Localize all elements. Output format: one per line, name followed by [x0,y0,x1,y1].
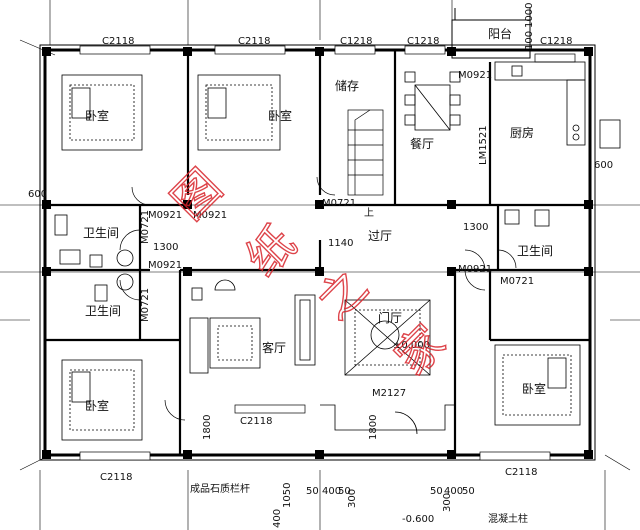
window-label-bottom-r: C2118 [505,467,537,478]
dim-600-right: 600 [594,160,613,171]
window-label-top1: C2118 [102,36,134,47]
room-label-bedroom-br: 卧室 [522,381,546,396]
room-label-bedroom-bl: 卧室 [85,398,109,413]
door-label-m2127: M2127 [372,388,406,399]
dim-1050: 1050 [282,483,293,508]
room-label-dining: 餐厅 [410,136,434,151]
window-label-top5: C1218 [540,36,572,47]
dim-50b: 50 [338,486,351,497]
room-label-bedroom-tl: 卧室 [85,108,109,123]
dim-100: 100 [524,31,535,50]
dim-1140: 1140 [328,238,353,249]
window-label-top3: C1218 [340,36,372,47]
room-label-bath-l1: 卫生间 [83,226,119,240]
dim-50c: 50 [430,486,443,497]
dim-400b: 400 [322,486,341,497]
room-label-bath-l2: 卫生间 [85,304,121,318]
dim-50d: 50 [462,486,475,497]
note-column: 混凝土柱 [488,512,528,525]
dim-50: 50 [306,486,319,497]
door-label-m0921-bath1: M0921 [148,210,182,221]
window-label-bottom-l: C2118 [100,472,132,483]
door-label-m0921-right: M0921 [458,264,492,275]
door-label-m0721-right: M0721 [500,276,534,287]
window-label-living: C2118 [240,416,272,427]
door-label-lm1521: LM1521 [478,125,489,165]
room-label-foyer: 门厅 [378,310,402,325]
door-label-m0921-bath1b: M0921 [193,210,227,221]
dim-1300-right: 1300 [463,222,488,233]
room-label-corridor: 过厅 [368,229,392,243]
dim-400: 400 [272,509,283,528]
room-label-bedroom-tm: 卧室 [268,108,292,123]
window-label-top4: C1218 [407,36,439,47]
dim-1000: 1000 [524,3,535,28]
room-label-kitchen: 厨房 [510,125,534,140]
dim-1800-right: 1800 [368,415,379,440]
room-label-balcony: 阳台 [488,26,512,41]
watermark-char-2: 纸 [235,215,306,286]
dim-600-left: 600 [28,189,47,200]
door-label-m0721-bath2: M0721 [140,288,151,322]
note-rail: 成品石质栏杆 [190,482,250,495]
room-label-bath-r: 卫生间 [517,244,553,258]
dim-300: 300 [347,489,358,508]
door-label-m0721-stair: M0721 [322,198,356,209]
dim-1800-left: 1800 [202,415,213,440]
door-label-m0921-dining: M0921 [458,70,492,81]
dim-400c: 400 [444,486,463,497]
room-label-living: 客厅 [262,340,286,355]
door-label-m0921-bath2: M0921 [148,260,182,271]
dim-300b: 300 [442,493,453,512]
stair-up-label: 上 [364,207,374,219]
level-foyer: ±0.000 [393,340,430,351]
room-label-storage: 储存 [335,78,359,93]
door-label-m0721-bath1: M0721 [140,210,151,244]
window-label-top2: C2118 [238,36,270,47]
dim-1300-left: 1300 [153,242,178,253]
level-outside: -0.600 [402,514,434,525]
